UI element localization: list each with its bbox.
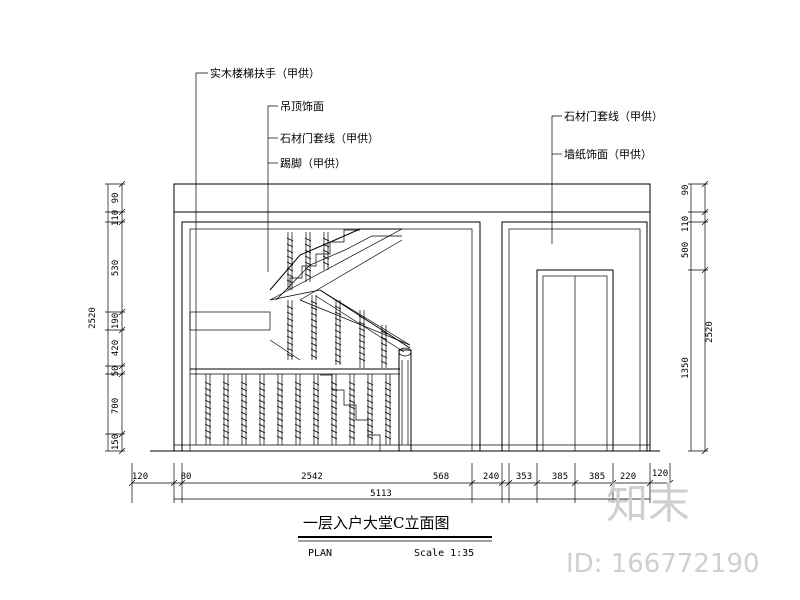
baluster xyxy=(240,374,248,445)
right-dimension-chain: 90 110 500 1350 2520 xyxy=(681,180,715,455)
dim-slash xyxy=(646,479,654,487)
dim-slash xyxy=(118,370,126,378)
dim-slash xyxy=(118,326,126,334)
label-stone-trim-left: 石材门套线（甲供） xyxy=(280,131,379,145)
scale-label: Scale 1:35 xyxy=(414,548,474,559)
door-frame xyxy=(501,221,648,452)
dim-slash xyxy=(571,479,579,487)
baluster xyxy=(380,325,388,368)
dim-slash xyxy=(118,447,126,455)
baluster xyxy=(348,374,356,445)
left-dim-seg: 150 xyxy=(111,434,121,450)
dim-slash xyxy=(533,479,541,487)
dim-slash xyxy=(666,479,674,487)
bottom-dim-seg: 120 xyxy=(652,469,668,479)
bottom-dim-seg: 220 xyxy=(620,472,636,482)
baluster xyxy=(310,295,318,360)
right-dim-total: 2520 xyxy=(705,321,715,343)
label-stone-trim-right: 石材门套线（甲供） xyxy=(564,109,663,123)
label-ceiling: 吊顶饰面 xyxy=(280,99,324,113)
label-handrail: 实木楼梯扶手（甲供） xyxy=(210,66,320,80)
baluster xyxy=(330,374,338,445)
baluster xyxy=(204,374,212,445)
bottom-dim-seg: 385 xyxy=(589,472,605,482)
baluster xyxy=(334,300,342,365)
bottom-dim-seg: 385 xyxy=(552,472,568,482)
dim-slash xyxy=(505,479,513,487)
right-dim-seg: 90 xyxy=(681,185,691,196)
watermark: 知末 ID: 166772190 xyxy=(566,479,760,579)
bottom-dim-seg: 568 xyxy=(433,472,449,482)
baluster xyxy=(286,232,294,290)
baluster xyxy=(358,310,366,368)
left-dim-seg: 110 xyxy=(111,210,121,226)
leader-lines xyxy=(195,72,562,445)
bottom-dim-seg: 240 xyxy=(483,472,499,482)
dim-slash xyxy=(609,479,617,487)
drawing-title: 一层入户大堂C立面图 xyxy=(303,514,449,532)
dim-slash xyxy=(701,447,709,455)
dim-slash xyxy=(128,479,136,487)
bottom-dim-seg: 80 xyxy=(181,472,192,482)
bottom-dim-seg: 2542 xyxy=(301,472,323,482)
elevator-doors xyxy=(536,269,614,452)
baluster xyxy=(222,374,230,445)
label-baseboard: 踢脚（甲供） xyxy=(280,156,346,170)
dim-slash xyxy=(178,479,186,487)
right-dim-seg: 1350 xyxy=(681,357,691,379)
dim-slash xyxy=(118,430,126,438)
baluster xyxy=(294,374,302,445)
balusters xyxy=(204,232,392,445)
dim-slash xyxy=(468,479,476,487)
dim-slash xyxy=(118,208,126,216)
bottom-dim-total: 5113 xyxy=(370,489,392,499)
dim-slash xyxy=(118,218,126,226)
annotation-labels: 实木楼梯扶手（甲供） 吊顶饰面 石材门套线（甲供） 踢脚（甲供） 石材门套线（甲… xyxy=(210,66,663,170)
bottom-dim-seg: 353 xyxy=(516,472,532,482)
newel-post xyxy=(398,347,412,452)
watermark-id: ID: 166772190 xyxy=(566,549,760,579)
dim-slash xyxy=(118,308,126,316)
baluster xyxy=(258,374,266,445)
dim-slash xyxy=(701,180,709,188)
baluster xyxy=(322,232,330,270)
baluster xyxy=(304,232,312,282)
left-dim-seg: 50 xyxy=(111,366,121,377)
baluster xyxy=(286,300,294,360)
left-dim-seg: 190 xyxy=(111,313,121,329)
wall-outline xyxy=(150,183,660,452)
dim-slash xyxy=(701,208,709,216)
left-dimension-chain: 2520 90 110 530 190 420 50 700 150 xyxy=(88,180,126,455)
stair-opening-frame xyxy=(181,221,481,452)
baluster xyxy=(312,374,320,445)
baluster xyxy=(366,374,374,445)
plan-label: PLAN xyxy=(308,548,332,559)
dim-slash xyxy=(118,362,126,370)
left-dim-seg: 420 xyxy=(111,340,121,356)
dim-slash xyxy=(118,180,126,188)
bottom-dim-seg: 120 xyxy=(132,472,148,482)
left-dim-seg: 700 xyxy=(111,398,121,414)
title-block: 一层入户大堂C立面图 PLAN Scale 1:35 xyxy=(298,514,492,559)
watermark-logo: 知末 xyxy=(606,479,690,528)
dim-slash xyxy=(701,266,709,274)
right-dim-seg: 500 xyxy=(681,242,691,258)
bottom-dimension-chain: 120 80 2542 568 240 353 385 385 220 120 … xyxy=(128,463,674,503)
baluster xyxy=(276,374,284,445)
right-dim-seg: 110 xyxy=(681,216,691,232)
dim-slash xyxy=(170,479,178,487)
left-dim-total: 2520 xyxy=(88,307,98,329)
dim-slash xyxy=(498,479,506,487)
baluster xyxy=(384,374,392,445)
left-dim-seg: 90 xyxy=(111,193,121,204)
label-wallpaper: 墙纸饰面（甲供） xyxy=(564,147,652,161)
left-dim-seg: 530 xyxy=(111,260,121,276)
dim-slash xyxy=(701,218,709,226)
